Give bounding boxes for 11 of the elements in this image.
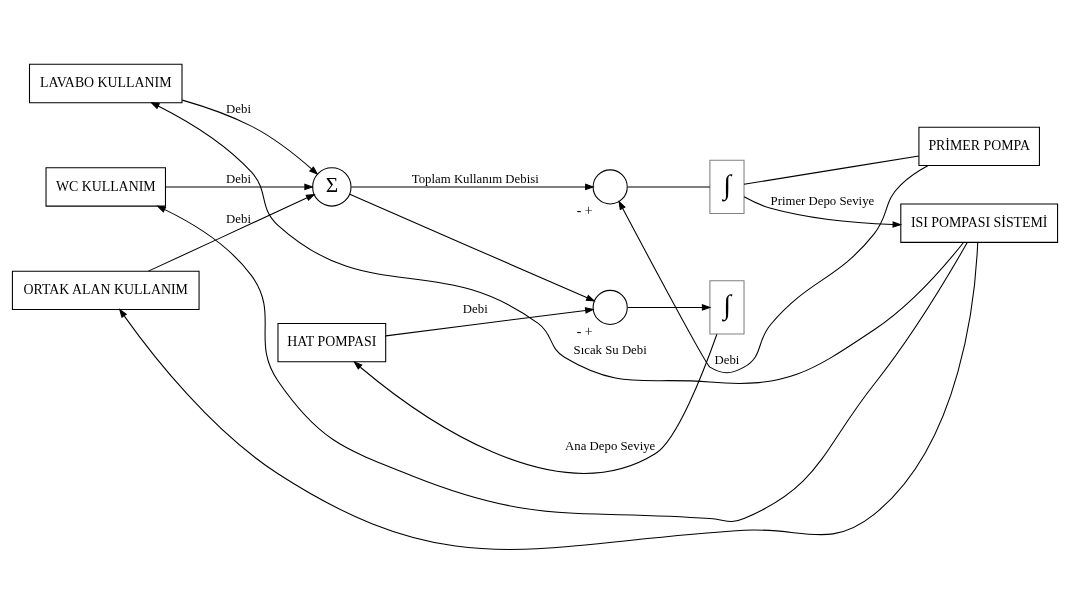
edge-label: Debi: [226, 211, 251, 226]
edge-label: Debi: [226, 172, 251, 187]
edge-label: Primer Depo Seviye: [770, 193, 875, 208]
edge-label: Ana Depo Seviye: [565, 438, 656, 453]
edge-label: Debi: [714, 352, 740, 367]
edge-label: Toplam Kullanım Debisi: [411, 172, 539, 187]
node-label: - +: [576, 203, 593, 219]
edge-label: Debi: [226, 101, 251, 116]
edge-label: Sıcak Su Debi: [573, 342, 647, 357]
edge-label: Debi: [462, 302, 488, 317]
node-label: - +: [576, 323, 593, 339]
